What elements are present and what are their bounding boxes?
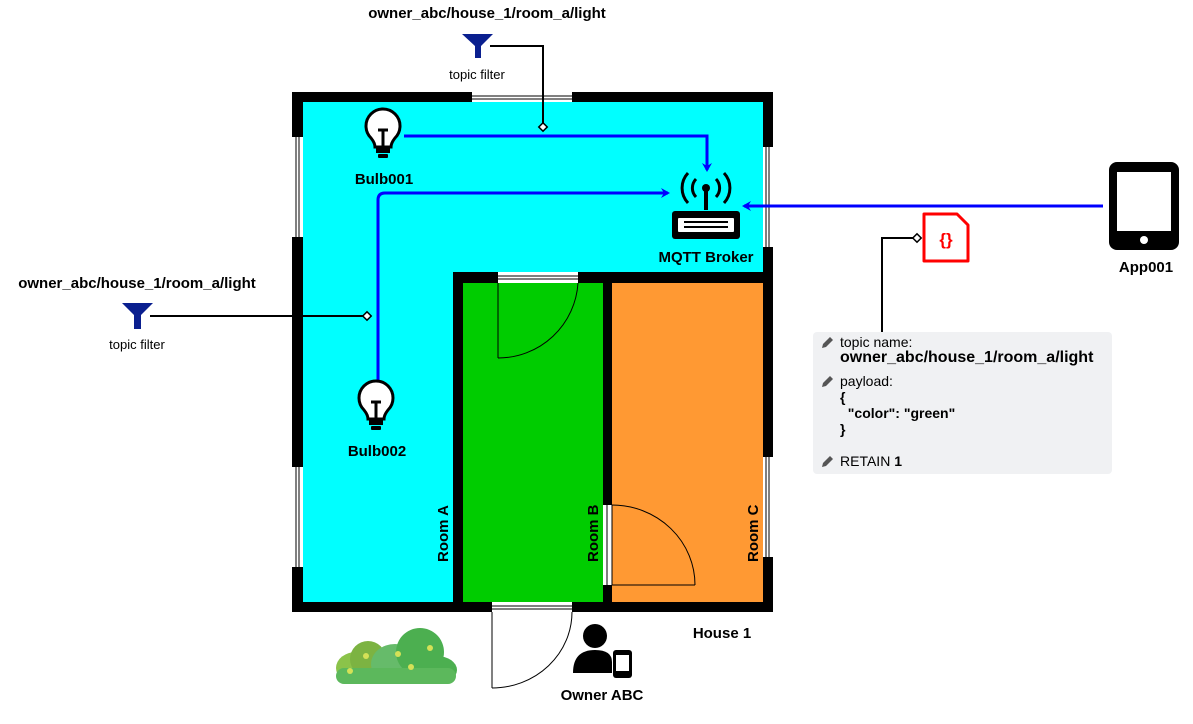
- funnel-icon: [122, 303, 153, 329]
- retain-value: 1: [894, 453, 902, 469]
- app-label: App001: [1119, 259, 1173, 276]
- window-left-upper: [292, 137, 303, 237]
- funnel-icon: [462, 34, 493, 58]
- room-c-floor: [612, 283, 763, 602]
- window-left-lower: [292, 467, 303, 567]
- payload-label: payload:: [840, 373, 893, 389]
- lightbulb-icon: [364, 107, 402, 158]
- pencil-icon: [822, 455, 833, 467]
- topic-name-row: topic name:: [821, 334, 912, 350]
- payload-line-1: {: [840, 389, 846, 405]
- lightbulb-icon: [357, 379, 395, 430]
- topic-name-value: owner_abc/house_1/room_a/light: [840, 349, 1094, 366]
- room-b-floor: [463, 283, 603, 602]
- person-icon: [573, 624, 612, 673]
- left-filter-caption: topic filter: [109, 337, 165, 352]
- router-icon: [672, 171, 740, 239]
- message-card: topic name: owner_abc/house_1/room_a/lig…: [813, 332, 1112, 474]
- retain-row: RETAIN 1: [821, 453, 902, 469]
- door-room-b: [497, 272, 579, 359]
- json-file-icon: {}: [922, 212, 970, 263]
- room-b-label: Room B: [585, 504, 602, 562]
- connector-message: [881, 237, 913, 332]
- pencil-icon: [822, 375, 833, 387]
- payload-row: payload:: [821, 373, 893, 389]
- broker-label: MQTT Broker: [658, 249, 753, 266]
- house-label: House 1: [693, 625, 751, 642]
- connector-top-filter: [490, 45, 544, 123]
- payload-line-2: "color": "green": [840, 405, 956, 421]
- top-filter-topic: owner_abc/house_1/room_a/light: [368, 5, 606, 22]
- phone-icon: [613, 650, 632, 678]
- door-room-c: [603, 504, 696, 586]
- connector-message-diamond: [911, 232, 923, 244]
- window-top: [472, 92, 572, 102]
- window-right-lower: [763, 457, 773, 557]
- flow-bulb001-to-broker: [404, 134, 712, 172]
- retain-label: RETAIN: [840, 453, 891, 469]
- bush-icon: [336, 628, 457, 684]
- front-door: [491, 602, 573, 689]
- connector-top-diamond: [537, 121, 549, 133]
- window-right-upper: [763, 147, 773, 247]
- top-filter-caption: topic filter: [449, 67, 505, 82]
- pencil-icon: [822, 336, 833, 348]
- bulb002-label: Bulb002: [348, 443, 406, 460]
- bulb001-label: Bulb001: [355, 171, 413, 188]
- flow-bulb002-to-broker: [376, 188, 670, 382]
- payload-line-3: }: [840, 421, 846, 437]
- svg-text:{}: {}: [939, 230, 953, 249]
- connector-left-diamond: [361, 310, 373, 322]
- room-c-label: Room C: [745, 504, 762, 562]
- tablet-icon: [1109, 162, 1179, 250]
- left-filter-topic: owner_abc/house_1/room_a/light: [18, 275, 256, 292]
- room-a-floor: [303, 102, 763, 602]
- room-a-label: Room A: [435, 505, 452, 562]
- owner-label: Owner ABC: [561, 687, 644, 704]
- topic-name-label: topic name:: [840, 334, 913, 350]
